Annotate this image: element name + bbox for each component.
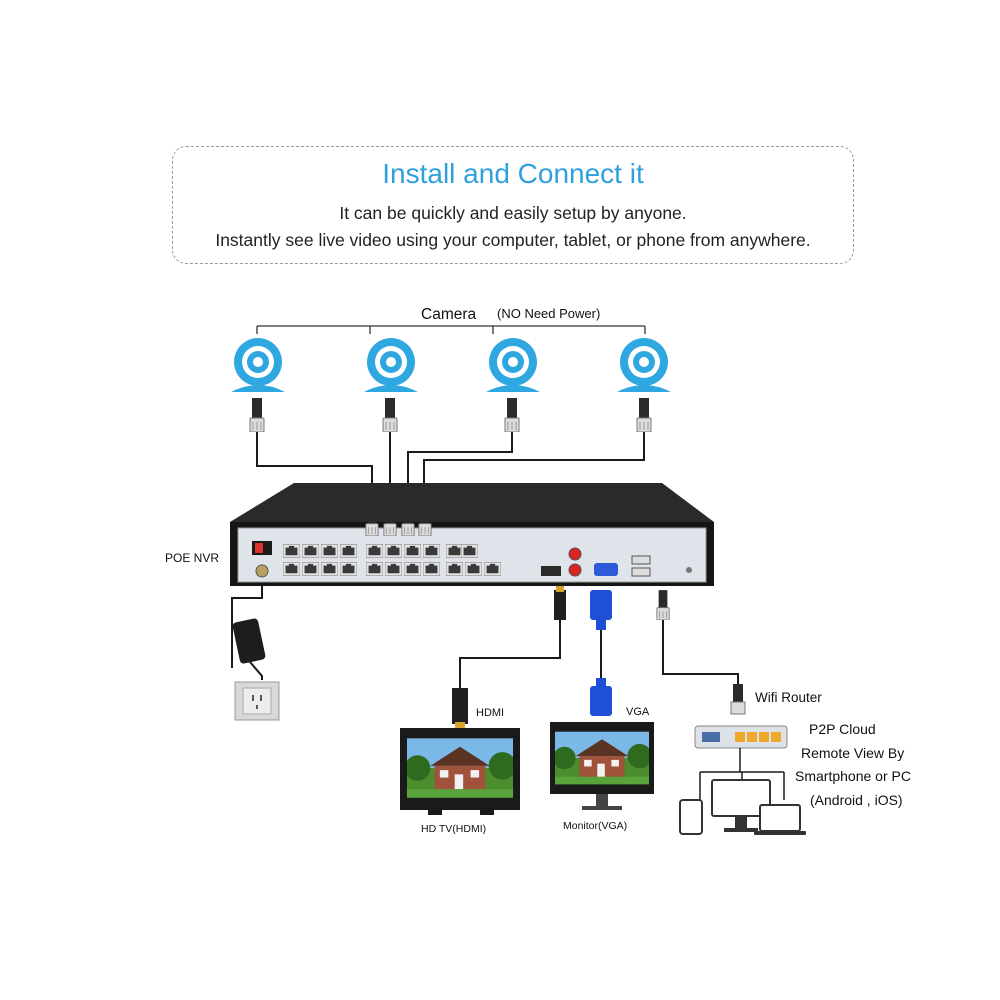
hd-tv-icon — [400, 728, 520, 815]
hdmi-label: HDMI — [476, 707, 504, 719]
client-devices-icon — [679, 779, 806, 835]
vga-cable — [590, 590, 612, 716]
monitor-icon — [550, 722, 654, 810]
camera-label: Camera — [421, 306, 477, 323]
camera-icon-1 — [231, 338, 285, 392]
client-branch — [699, 748, 785, 800]
camera-power-note: (NO Need Power) — [497, 306, 600, 321]
p2p-line-4: (Android , iOS) — [810, 792, 903, 808]
nvr-cable-plug-icon — [365, 506, 379, 536]
page-subtitle-line-1: It can be quickly and easily setup by an… — [339, 203, 687, 223]
page-subtitle-line-2: Instantly see live video using your comp… — [215, 230, 811, 250]
wifi-router-icon — [694, 725, 788, 749]
wifi-router-label: Wifi Router — [755, 690, 822, 705]
camera-icon-3 — [486, 338, 540, 392]
camera-icon-2 — [364, 338, 418, 392]
camera-1-plug-icon — [249, 398, 265, 432]
p2p-line-3: Smartphone or PC — [795, 768, 911, 784]
p2p-line-1: P2P Cloud — [809, 721, 876, 737]
hdmi-cable — [452, 586, 566, 728]
wall-outlet-icon — [234, 681, 280, 721]
power-adapter — [231, 586, 266, 680]
camera-icon-4 — [617, 338, 671, 392]
camera-3-plug-icon — [504, 398, 520, 432]
p2p-line-2: Remote View By — [801, 745, 904, 761]
hd-tv-label: HD TV(HDMI) — [421, 823, 486, 835]
router-cable — [656, 590, 746, 715]
vga-label: VGA — [626, 706, 650, 718]
nvr-vga-port — [594, 563, 618, 576]
camera-4-plug-icon — [636, 398, 652, 432]
poe-nvr-label: POE NVR — [165, 551, 219, 565]
monitor-label: Monitor(VGA) — [563, 820, 627, 832]
header-dashed-box — [172, 146, 854, 264]
camera-bracket — [256, 325, 646, 334]
camera-2-plug-icon — [382, 398, 398, 432]
nvr-hdmi-port — [541, 566, 561, 576]
poe-nvr-device — [230, 483, 714, 586]
page-title: Install and Connect it — [382, 158, 644, 189]
